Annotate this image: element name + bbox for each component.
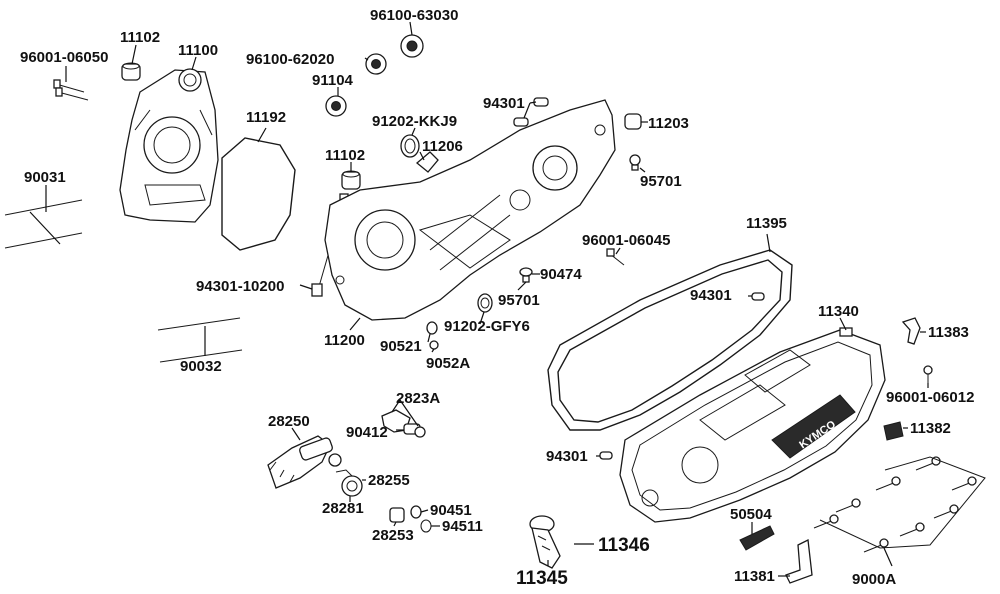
seal-91202-gfy6	[477, 293, 493, 313]
washer-90521	[426, 321, 438, 335]
label-90031: 90031	[24, 169, 66, 186]
leader-lines	[29, 21, 929, 577]
label-90521: 90521	[380, 338, 422, 355]
bracket-11206	[415, 151, 439, 173]
label-95701-bottom: 95701	[498, 292, 540, 309]
gasket-11192	[221, 137, 296, 251]
kick-gear-28250	[267, 435, 342, 489]
label-96100-63030: 96100-63030	[370, 7, 458, 24]
oil-seal-91202-kkj9	[400, 134, 420, 158]
bushing-11203	[624, 113, 642, 130]
bearing-96100-63030	[400, 34, 424, 58]
label-90474: 90474	[540, 266, 582, 283]
label-11200: 11200	[324, 332, 365, 349]
bolt-set-9000a	[813, 456, 986, 553]
plug-95701-top	[629, 154, 641, 171]
label-96100-62020: 96100-62020	[246, 51, 334, 68]
bushing-28253	[389, 507, 405, 523]
label-11383: 11383	[928, 324, 969, 341]
washer-90474	[519, 267, 533, 283]
label-94301-top: 94301	[483, 95, 525, 112]
bolt-9052a	[429, 340, 439, 350]
dowel-pin-94301-lower	[599, 451, 613, 460]
bolt-96001-06045	[606, 248, 625, 266]
bolt-96001-06012	[923, 365, 933, 383]
bolt-pair-96001-06050	[53, 79, 89, 101]
bearing-96100-62020	[365, 53, 387, 75]
label-96001-06012: 96001-06012	[886, 389, 974, 406]
left-crankcase-11100	[119, 68, 219, 223]
cover-gasket-11395-inner	[557, 259, 783, 423]
label-9000a: 9000A	[852, 571, 896, 588]
transmission-cover-11340: KYMCO	[619, 327, 886, 523]
label-28250: 28250	[268, 413, 310, 430]
label-11100: 11100	[178, 42, 218, 59]
label-11346: 11346	[598, 535, 650, 556]
spring-28255	[335, 469, 363, 497]
label-9052a: 9052A	[426, 355, 470, 372]
label-11345: 11345	[516, 568, 568, 589]
label-11206: 11206	[422, 138, 463, 155]
clip-94511	[420, 519, 432, 533]
label-94301-10200: 94301-10200	[196, 278, 284, 295]
cap-11382	[883, 421, 904, 441]
label-94511: 94511	[442, 518, 483, 535]
air-duct-11345	[529, 515, 561, 569]
dowel-pin-94301-middle	[751, 292, 765, 301]
label-11395: 11395	[746, 215, 787, 232]
label-90032: 90032	[180, 358, 222, 375]
right-crankcase-11200	[324, 99, 616, 321]
label-28281: 28281	[322, 500, 364, 517]
label-11382: 11382	[910, 420, 951, 437]
kick-shaft-2823a	[381, 409, 426, 438]
label-11381: 11381	[734, 568, 775, 585]
label-91202-gfy6: 91202-GFY6	[444, 318, 530, 335]
label-11192: 11192	[246, 109, 286, 126]
bearing-91104	[325, 95, 347, 117]
label-11203: 11203	[648, 115, 689, 132]
label-91202-kkj9: 91202-KKJ9	[372, 113, 457, 130]
label-96001-06045: 96001-06045	[582, 232, 670, 249]
label-11340: 11340	[818, 303, 859, 320]
washer-90451	[410, 505, 422, 519]
label-28253: 28253	[372, 527, 414, 544]
bushing-11102-top	[121, 62, 141, 81]
studs-90032	[157, 317, 243, 363]
cover-gasket-11395	[547, 249, 793, 431]
label-94301-middle: 94301	[690, 287, 732, 304]
clip-11383	[901, 317, 921, 345]
label-94301-lower: 94301	[546, 448, 588, 465]
label-28255: 28255	[368, 472, 410, 489]
label-96001-06050: 96001-06050	[20, 49, 108, 66]
label-50504: 50504	[730, 506, 772, 523]
label-11102-middle: 11102	[325, 147, 365, 164]
part-labels: 96100-63030 11102 11100 96001-06050 9610…	[20, 7, 974, 589]
bushing-11102-middle	[341, 170, 361, 190]
label-2823a: 2823A	[396, 390, 440, 407]
bracket-11381	[785, 539, 813, 584]
label-90451: 90451	[430, 502, 472, 519]
label-91104: 91104	[312, 72, 354, 89]
plate-50504	[739, 525, 775, 551]
label-11102-top: 11102	[120, 29, 160, 46]
dowel-pin-94301-top	[513, 97, 549, 127]
label-90412: 90412	[346, 424, 388, 441]
studs-90031	[4, 199, 83, 249]
label-95701-top: 95701	[640, 173, 682, 190]
